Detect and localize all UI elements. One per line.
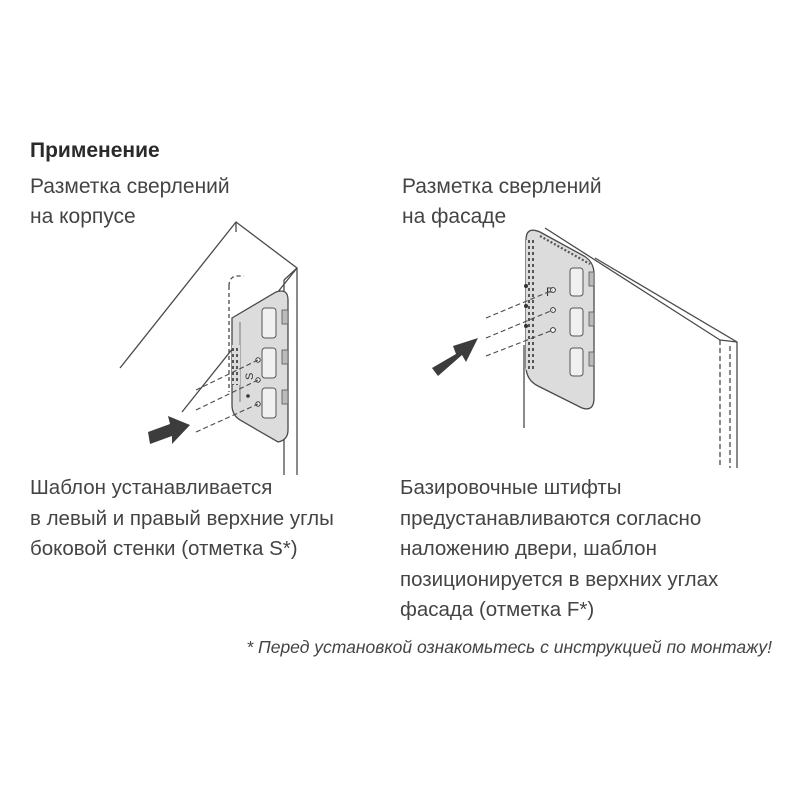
right-subtitle: Разметка сверлений на фасаде: [402, 172, 602, 232]
right-description-line-1: Базировочные штифты: [400, 476, 622, 499]
left-description: Шаблон устанавливается в левый и правый …: [30, 473, 334, 565]
right-illustration: [523, 227, 738, 468]
page-heading: Применение: [30, 139, 160, 162]
right-description: Базировочные штифты предустанавливаются …: [400, 473, 718, 626]
left-drill-lines: [195, 359, 259, 433]
right-subtitle-line-1: Разметка сверлений: [402, 175, 602, 198]
right-subtitle-line-2: на фасаде: [402, 205, 507, 228]
right-description-line-5: фасада (отметка F*): [400, 598, 595, 621]
left-description-line-3: боковой стенки (отметка S*): [30, 537, 298, 560]
right-description-line-2: предустанавливаются согласно: [400, 506, 702, 530]
right-insert-arrow-icon: [432, 338, 478, 376]
right-description-line-4: позиционируется в верхних углах: [400, 567, 719, 591]
left-description-line-1: Шаблон устанавливается: [30, 476, 273, 499]
left-subtitle-line-1: Разметка сверлений: [30, 175, 230, 198]
left-insert-arrow-icon: [148, 416, 190, 444]
left-drilling-template: S: [231, 290, 289, 443]
footnote: * Перед установкой ознакомьтесь с инстру…: [246, 637, 772, 657]
left-subtitle-line-2: на корпусе: [30, 205, 136, 228]
right-drilling-template: F: [524, 229, 595, 410]
left-description-line-2: в левый и правый верхние углы: [30, 506, 334, 530]
right-drill-lines: [485, 289, 554, 357]
left-template-mark: S: [244, 373, 256, 380]
right-description-line-3: наложению двери, шаблон: [400, 537, 657, 560]
left-subtitle: Разметка сверлений на корпусе: [30, 172, 230, 232]
door-top-edge: [544, 227, 721, 341]
right-template-mark: F: [546, 285, 553, 299]
